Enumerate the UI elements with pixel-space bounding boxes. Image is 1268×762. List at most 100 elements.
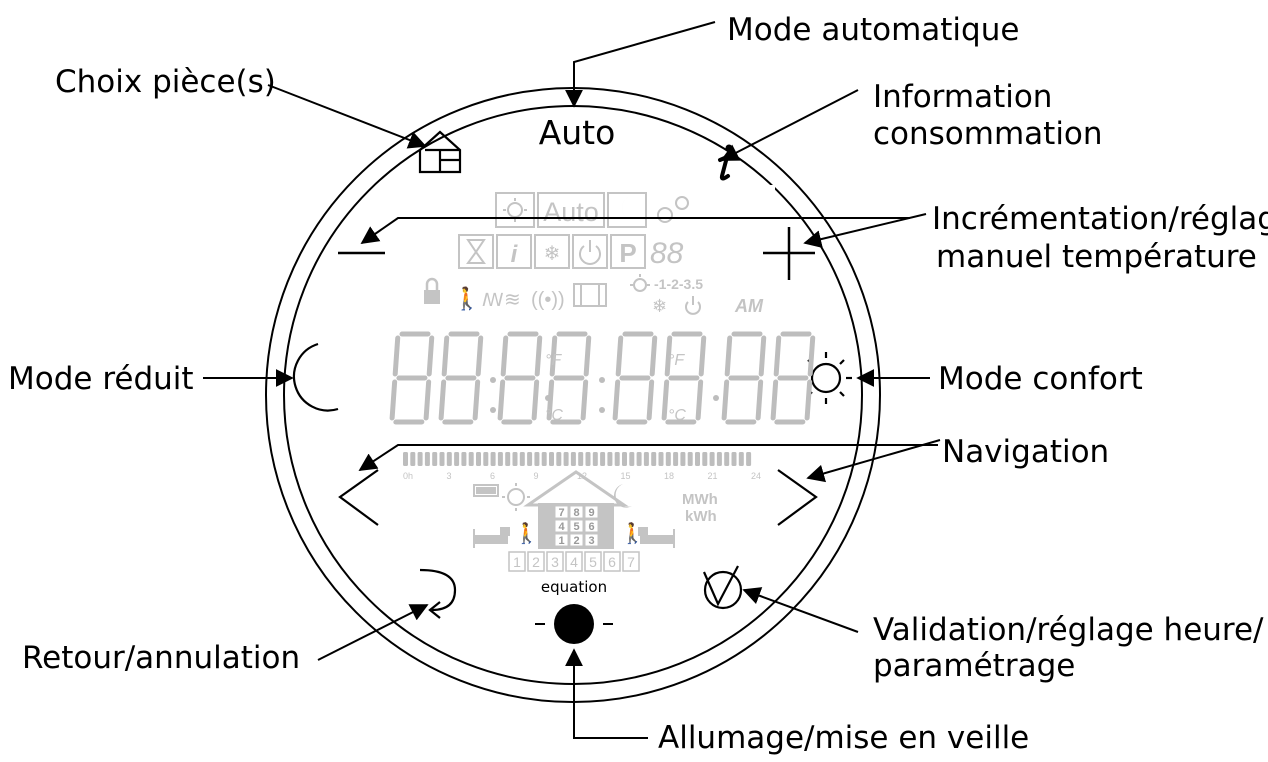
hour-tick-label: 9	[534, 471, 539, 481]
hour-bar-segment	[446, 452, 452, 466]
hour-bar-segment	[549, 452, 554, 466]
hourglass-icon	[466, 239, 486, 264]
nav-right-button[interactable]	[777, 469, 818, 526]
hour-bar-segment	[600, 452, 606, 466]
room-cell	[554, 533, 569, 547]
lcd-unit-c-1: °C	[545, 407, 563, 424]
arrow-incr-minus	[360, 217, 910, 245]
label-choix-piece: Choix pièce(s)	[55, 64, 276, 100]
room-cell-number: 4	[558, 521, 565, 533]
hour-bar-segment	[439, 452, 445, 466]
digit-8	[773, 334, 813, 422]
room-cell-number: 9	[588, 507, 594, 519]
hour-tick-label: 15	[621, 471, 631, 481]
lcd-sensor-icon: ꟿ	[482, 290, 504, 310]
hour-bar-segment	[731, 452, 737, 466]
lcd-unit-f-1: °F	[545, 352, 562, 369]
room-cell-number: 3	[588, 535, 594, 547]
hour-bar-segment	[424, 452, 430, 466]
hour-bar-segment	[563, 452, 569, 466]
room-cell	[554, 505, 569, 519]
label-info-2: consommation	[873, 116, 1103, 152]
hour-bar-segment	[622, 452, 627, 466]
hour-bar-segment	[417, 452, 423, 466]
lcd-mini-digits: 88	[650, 237, 684, 270]
room-cell	[584, 533, 599, 547]
hour-tick-label: 21	[708, 471, 718, 481]
label-mode-confort: Mode confort	[938, 361, 1143, 397]
hour-bar-segment	[570, 452, 576, 466]
hour-bar-segment	[512, 452, 518, 466]
day-number: 4	[570, 554, 578, 570]
lcd-sun-small-icon	[630, 274, 650, 292]
hour-bar-segment	[483, 452, 489, 466]
lcd-info-icon: i	[511, 241, 519, 268]
hour-bar-segment	[680, 452, 686, 466]
day-box	[527, 551, 545, 572]
label-navigation: Navigation	[942, 434, 1109, 470]
snowflake-icon: ❄	[544, 243, 561, 265]
day-number: 1	[513, 554, 521, 570]
check-icon[interactable]	[702, 565, 743, 610]
hour-bar-segment	[505, 452, 511, 466]
hour-bar-segment	[746, 452, 752, 466]
return-icon[interactable]	[419, 568, 457, 619]
digit-separator	[599, 377, 605, 383]
lcd-gear-icon	[657, 196, 689, 223]
room-cell-number: 7	[558, 507, 564, 519]
label-incr-2: manuel température	[936, 239, 1257, 275]
plus-button[interactable]	[763, 227, 815, 280]
room-cell	[584, 505, 599, 519]
lcd-third-row: 🚶 ꟿ ≋ ((•)) -1-2-3.5 ❄ AM	[424, 274, 764, 316]
auto-mode-label[interactable]: Auto	[539, 113, 616, 152]
hour-bar-segment	[527, 452, 533, 466]
window-icon	[573, 283, 607, 307]
arrow-incr-plus	[803, 213, 927, 248]
hour-bar-segment	[629, 452, 635, 466]
lcd-main-digits	[392, 334, 813, 422]
power-button[interactable]	[535, 604, 613, 644]
arrow-allumage	[565, 648, 648, 739]
day-box	[565, 551, 583, 572]
battery-icon	[473, 484, 499, 497]
hour-bar-segment	[461, 452, 467, 466]
day-number: 7	[627, 554, 635, 570]
lcd-bed-right-icon	[638, 527, 675, 548]
hour-bar-segment	[702, 452, 708, 466]
lcd-snow-small-icon: ❄	[652, 296, 667, 316]
lcd-walker-left-icon: 🚶	[514, 521, 539, 545]
arrow-nav-left	[358, 444, 938, 471]
day-number: 5	[589, 554, 597, 570]
hour-bar-segment	[468, 452, 474, 466]
lcd-levels-text: -1-2-3.5	[654, 276, 703, 292]
lcd-hour-bar	[403, 452, 752, 466]
house-icon[interactable]	[418, 130, 462, 174]
hour-tick-label: 3	[447, 471, 452, 481]
label-mode-auto: Mode automatique	[727, 12, 1019, 48]
hour-bar-segment	[651, 452, 657, 466]
hour-bar-segment	[636, 452, 642, 466]
lcd-top-row: Auto	[495, 192, 689, 228]
day-box	[584, 551, 602, 572]
lock-icon	[424, 277, 440, 304]
hour-bar-segment	[432, 452, 438, 466]
day-box	[508, 551, 526, 572]
hour-bar-segment	[534, 452, 540, 466]
day-box	[603, 551, 621, 572]
hour-bar-segment	[687, 452, 693, 466]
info-icon[interactable]	[718, 144, 733, 181]
lcd-p-text: P	[619, 238, 636, 268]
hour-bar-segment	[709, 452, 715, 466]
hour-bar-segment	[607, 452, 613, 466]
digit-separator	[490, 407, 496, 413]
label-incr-1: Incrémentation/réglage	[932, 201, 1268, 237]
nav-left-button[interactable]	[338, 469, 379, 526]
label-validation-1: Validation/réglage heure/	[873, 612, 1264, 648]
label-validation-2: paramétrage	[873, 648, 1075, 684]
lcd-am-text: AM	[734, 296, 764, 316]
room-cell-number: 8	[573, 507, 579, 519]
hour-bar-segment	[724, 452, 730, 466]
moon-icon[interactable]	[292, 342, 339, 412]
hour-bar-segment	[614, 452, 620, 466]
